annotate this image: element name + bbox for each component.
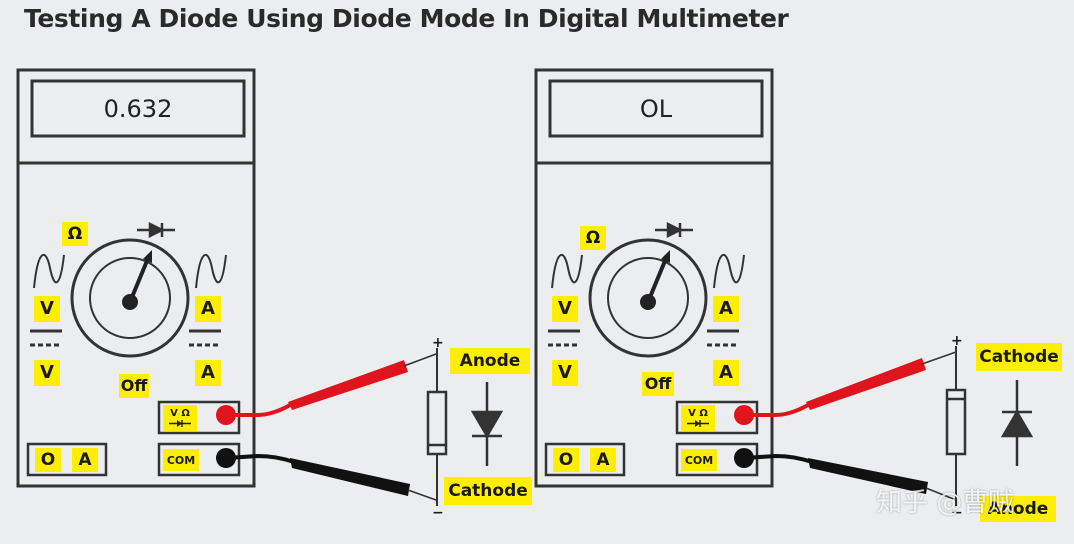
port-a-label: A <box>590 448 616 472</box>
display-reading: 0.632 <box>103 94 173 123</box>
meter-body <box>16 68 256 488</box>
a-ac-label: A <box>713 296 739 322</box>
ac-wave-icon <box>551 253 583 289</box>
ac-wave-icon <box>33 253 65 289</box>
port-o-label: O <box>35 448 61 472</box>
ohm-label: Ω <box>580 226 606 250</box>
port-o-label: O <box>553 448 579 472</box>
probe-minus-sign: − <box>432 505 444 521</box>
ac-wave-icon <box>713 253 745 289</box>
a-dc-label: A <box>713 360 739 386</box>
port-vohm-label: V Ω <box>163 405 197 431</box>
port-vohm-label: V Ω <box>681 405 715 431</box>
dial-pointer <box>646 254 669 304</box>
v-dc-label: V <box>552 360 578 386</box>
a-dc-label: A <box>195 360 221 386</box>
ac-wave-icon <box>195 253 227 289</box>
port-com-label: COM <box>681 449 717 471</box>
port-current[interactable] <box>26 442 108 477</box>
v-ac-label: V <box>34 296 60 322</box>
multimeter-right <box>534 68 1034 506</box>
red-probe[interactable] <box>806 358 926 410</box>
page-title: Testing A Diode Using Diode Mode In Digi… <box>24 4 789 33</box>
port-vohm-text: V Ω <box>688 407 708 419</box>
diode-mode-icon <box>655 221 693 239</box>
display-reading: OL <box>639 94 673 123</box>
diode-icon <box>169 419 191 427</box>
port-com[interactable] <box>675 442 759 477</box>
rotary-dial[interactable] <box>70 238 190 358</box>
anode-label: Anode <box>980 496 1056 522</box>
port-com[interactable] <box>157 442 241 477</box>
black-probe[interactable] <box>808 458 928 494</box>
diode-symbol <box>1000 380 1034 466</box>
multimeter-left <box>16 68 504 506</box>
a-ac-label: A <box>195 296 221 322</box>
port-vohm-text: V Ω <box>170 407 190 419</box>
watermark: 知乎 @曹贼 <box>876 488 1015 518</box>
display-screen <box>548 79 764 138</box>
off-label: Off <box>119 374 149 398</box>
meter-body <box>534 68 774 488</box>
black-probe[interactable] <box>290 458 410 496</box>
cathode-label: Cathode <box>976 343 1062 371</box>
probe-plus-sign: + <box>951 333 963 349</box>
dial-pointer <box>128 254 151 304</box>
port-current[interactable] <box>544 442 626 477</box>
ohm-label: Ω <box>62 222 88 246</box>
port-vohm[interactable] <box>157 400 241 435</box>
anode-label: Anode <box>450 348 530 374</box>
port-vohm[interactable] <box>675 400 759 435</box>
port-com-label: COM <box>163 449 199 471</box>
red-probe[interactable] <box>288 360 408 410</box>
diode-mode-icon <box>137 221 175 239</box>
probe-minus-sign: − <box>951 505 963 521</box>
display-screen <box>30 79 246 138</box>
probe-plus-sign: + <box>432 335 444 351</box>
rotary-dial[interactable] <box>588 238 708 358</box>
v-dc-label: V <box>34 360 60 386</box>
diode-symbol <box>470 382 504 466</box>
port-a-label: A <box>72 448 98 472</box>
cathode-label: Cathode <box>444 477 532 505</box>
v-ac-label: V <box>552 296 578 322</box>
off-label: Off <box>642 372 674 396</box>
diode-icon <box>687 419 709 427</box>
